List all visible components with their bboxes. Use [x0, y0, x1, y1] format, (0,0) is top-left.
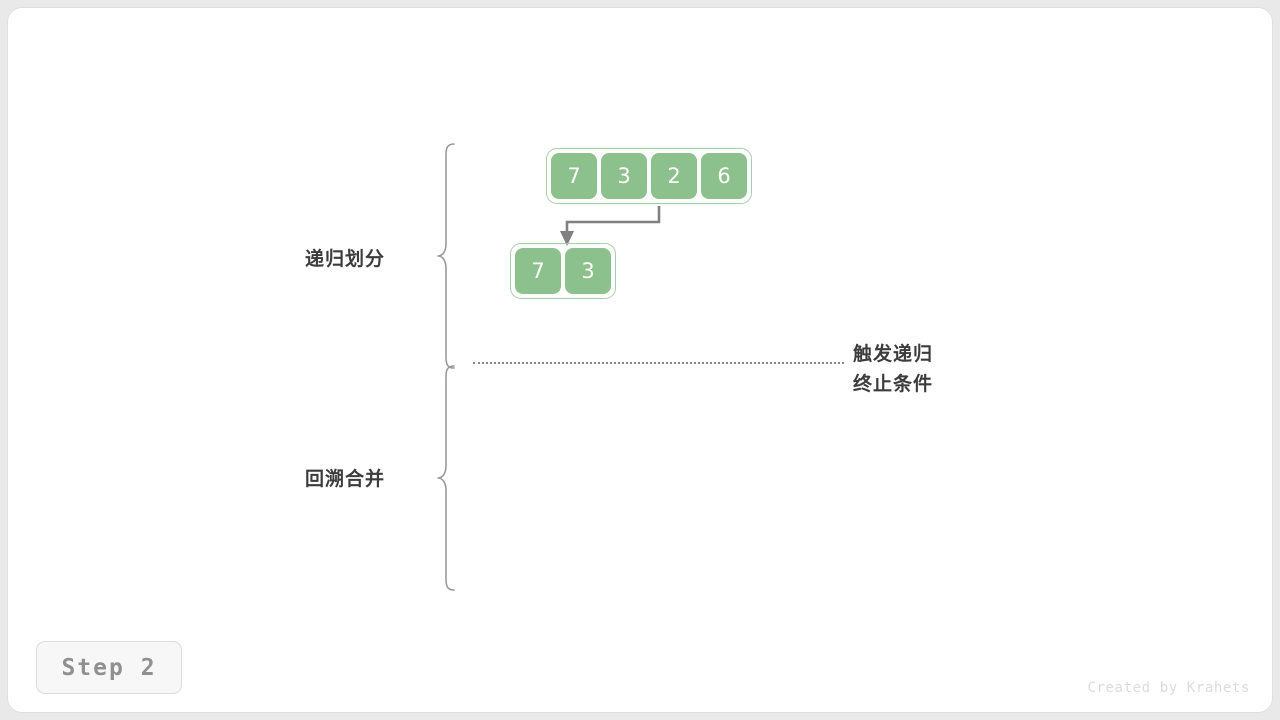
step-badge-label: Step 2 [61, 654, 157, 681]
termination-condition-note: 触发递归 终止条件 [853, 339, 933, 399]
array-cell: 2 [651, 153, 697, 199]
step-badge: Step 2 [36, 641, 182, 694]
stage-label-backtrack-merge: 回溯合并 [305, 468, 386, 490]
stage-label-recursive-divide: 递归划分 [305, 248, 386, 270]
split-arrow-icon [560, 206, 661, 246]
array-cell: 6 [701, 153, 747, 199]
brace-recursive-divide [437, 143, 455, 369]
slide-canvas: 递归划分 回溯合并 7 3 2 6 7 3 触发递归 终止条件 Step 2 C… [8, 8, 1272, 712]
array-cell: 7 [515, 248, 561, 294]
termination-note-line-2: 终止条件 [853, 373, 934, 395]
stage-divider-dotted-line [473, 362, 844, 364]
array-cell: 7 [551, 153, 597, 199]
array-cell: 3 [565, 248, 611, 294]
brace-backtrack-merge [437, 365, 455, 591]
termination-note-line-1: 触发递归 [853, 343, 934, 365]
array-cell: 3 [601, 153, 647, 199]
array-left-subarray: 7 3 [510, 243, 616, 299]
credit-text: Created by Krahets [1087, 680, 1250, 696]
array-root: 7 3 2 6 [546, 148, 752, 204]
